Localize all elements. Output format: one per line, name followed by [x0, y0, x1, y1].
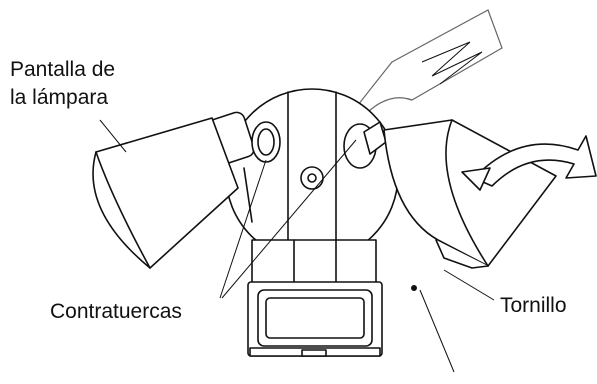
left-lamp-shade — [92, 117, 239, 269]
leader-lines — [99, 119, 495, 373]
left-locknut — [251, 121, 281, 163]
label-lamp-shade-line2: la lámpara — [10, 86, 109, 109]
label-lamp-shade-line1: Pantalla de — [10, 58, 116, 81]
left-lamp — [92, 111, 281, 269]
rotation-arrow-icon — [461, 135, 597, 191]
mounting-base — [225, 88, 399, 262]
label-screw: Tornillo — [500, 294, 567, 317]
sensor-dot — [411, 285, 417, 291]
caulk-tube — [357, 9, 503, 113]
center-screw — [300, 166, 324, 190]
right-lamp-shade — [383, 119, 557, 267]
label-locknuts: Contratuercas — [50, 300, 182, 323]
motion-sensor — [247, 239, 417, 357]
